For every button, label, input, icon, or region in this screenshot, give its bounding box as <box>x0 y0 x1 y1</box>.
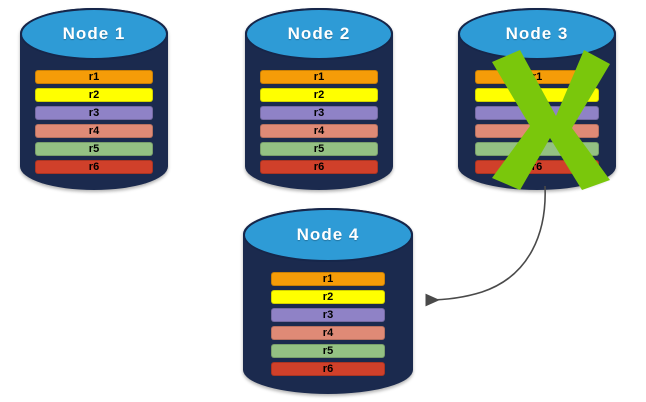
node-1-row-r2[interactable]: r2 <box>35 88 153 102</box>
node-1-row-r6-label: r6 <box>88 160 100 173</box>
node-3-row-r3-label: r3 <box>531 106 543 119</box>
node-2-row-r2[interactable]: r2 <box>260 88 378 102</box>
node-4-row-r1-label: r1 <box>322 272 334 285</box>
node-4[interactable]: Node 4 r1 r2 r3 r4 r5 r6 <box>243 208 413 394</box>
node-2-row-r5[interactable]: r5 <box>260 142 378 156</box>
node-2-row-r1[interactable]: r1 <box>260 70 378 84</box>
node-2[interactable]: Node 2 r1 r2 r3 r4 r5 r6 <box>245 8 393 190</box>
node-1-cylinder-top: Node 1 <box>20 8 168 60</box>
node-3-row-r2[interactable]: r2 <box>475 88 599 102</box>
node-3-row-r6[interactable]: r6 <box>475 160 599 174</box>
node-1-row-r5-label: r5 <box>88 142 100 155</box>
node-2-row-r4-label: r4 <box>313 124 325 137</box>
node-4-row-r4[interactable]: r4 <box>271 326 385 340</box>
node-4-row-r4-label: r4 <box>322 326 334 339</box>
node-1-row-r5[interactable]: r5 <box>35 142 153 156</box>
node-2-row-r1-label: r1 <box>313 70 325 83</box>
node-4-row-r1[interactable]: r1 <box>271 272 385 286</box>
node-4-row-r3-label: r3 <box>322 308 334 321</box>
node-1[interactable]: Node 1 r1 r2 r3 r4 r5 r6 <box>20 8 168 190</box>
node-1-row-r3[interactable]: r3 <box>35 106 153 120</box>
node-4-row-r6-label: r6 <box>322 362 334 375</box>
node-4-cylinder-top: Node 4 <box>243 208 413 262</box>
node-4-row-r5-label: r5 <box>322 344 334 357</box>
node-3-rows: r1 r2 r3 r4 r5 r6 <box>458 70 616 174</box>
node-3-row-r4[interactable]: r4 <box>475 124 599 138</box>
node-3-title: Node 3 <box>505 24 569 43</box>
node-4-rows: r1 r2 r3 r4 r5 r6 <box>243 272 413 376</box>
node-3-row-r1-label: r1 <box>531 70 543 83</box>
node-1-row-r6[interactable]: r6 <box>35 160 153 174</box>
node-3-row-r5-label: r5 <box>531 142 543 155</box>
node-3-row-r6-label: r6 <box>531 160 543 173</box>
node-2-row-r2-label: r2 <box>313 88 325 101</box>
node-3-row-r4-label: r4 <box>531 124 543 137</box>
node-2-rows: r1 r2 r3 r4 r5 r6 <box>245 70 393 174</box>
node-3-row-r3[interactable]: r3 <box>475 106 599 120</box>
node-2-cylinder-top: Node 2 <box>245 8 393 60</box>
node-3[interactable]: Node 3 r1 r2 r3 r4 r5 r6 <box>458 8 616 190</box>
node-4-title: Node 4 <box>296 225 360 244</box>
node-2-row-r3-label: r3 <box>313 106 325 119</box>
node-2-row-r3[interactable]: r3 <box>260 106 378 120</box>
node-3-row-r5[interactable]: r5 <box>475 142 599 156</box>
node-4-row-r6[interactable]: r6 <box>271 362 385 376</box>
node-1-row-r4-label: r4 <box>88 124 100 137</box>
node-1-row-r1-label: r1 <box>88 70 100 83</box>
node-1-row-r3-label: r3 <box>88 106 100 119</box>
node-3-row-r1[interactable]: r1 <box>475 70 599 84</box>
node-2-row-r6[interactable]: r6 <box>260 160 378 174</box>
node-4-row-r2-label: r2 <box>322 290 334 303</box>
node-3-cylinder-top: Node 3 <box>458 8 616 60</box>
node-2-row-r6-label: r6 <box>313 160 325 173</box>
node-4-row-r5[interactable]: r5 <box>271 344 385 358</box>
node-4-row-r3[interactable]: r3 <box>271 308 385 322</box>
node-1-row-r4[interactable]: r4 <box>35 124 153 138</box>
node-3-row-r2-label: r2 <box>531 88 543 101</box>
node-1-row-r2-label: r2 <box>88 88 100 101</box>
node-4-row-r2[interactable]: r2 <box>271 290 385 304</box>
node-1-row-r1[interactable]: r1 <box>35 70 153 84</box>
node-2-row-r4[interactable]: r4 <box>260 124 378 138</box>
node-1-rows: r1 r2 r3 r4 r5 r6 <box>20 70 168 174</box>
node-2-row-r5-label: r5 <box>313 142 325 155</box>
node-1-title: Node 1 <box>62 24 126 43</box>
node-2-title: Node 2 <box>287 24 351 43</box>
